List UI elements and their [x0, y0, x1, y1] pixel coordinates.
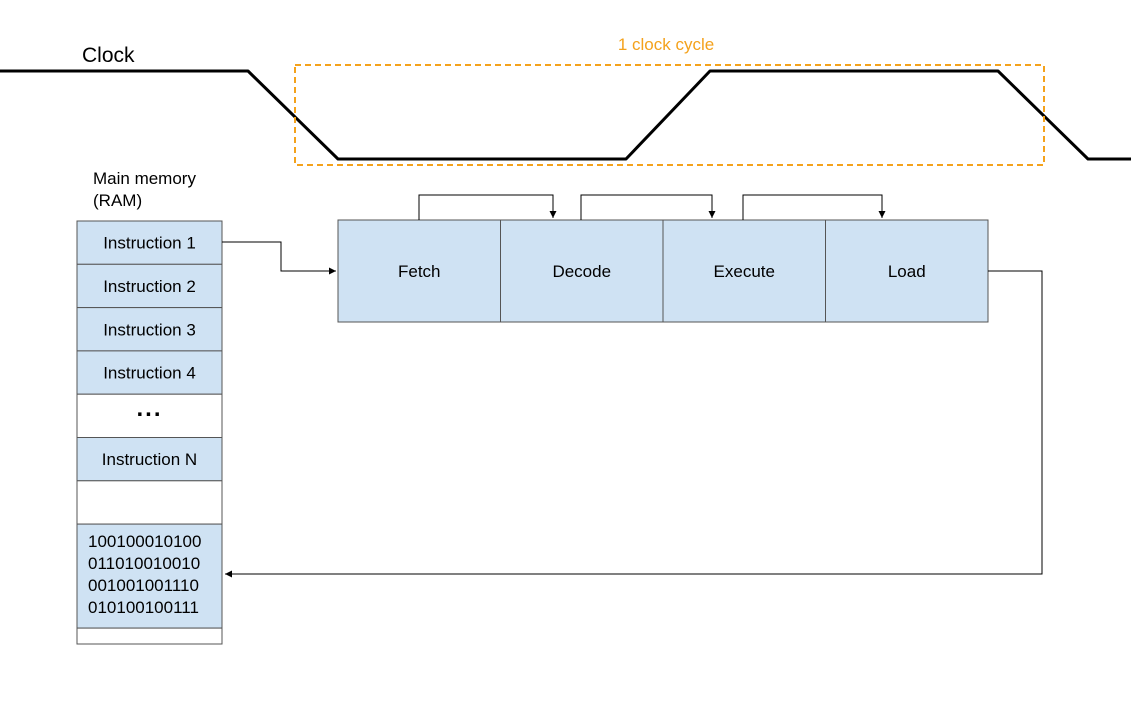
memory-subtitle: (RAM) — [93, 191, 142, 210]
clock-cycle-box — [294, 64, 1045, 166]
memory-cell — [76, 350, 223, 395]
memory-cell-empty — [76, 627, 223, 645]
pipeline-stage-fetch — [337, 219, 501, 323]
connectors — [222, 194, 1043, 578]
memory-cell — [76, 437, 223, 482]
pipeline-stage-label: Fetch — [398, 262, 441, 281]
memory-data-block — [76, 523, 223, 629]
memory-cell — [76, 480, 223, 525]
arrow-decode-to-execute — [580, 194, 716, 220]
pipeline-stage-label: Decode — [552, 262, 611, 281]
memory-cell-label: Instruction 3 — [103, 320, 196, 339]
arrow-memory-to-fetch — [222, 241, 336, 275]
memory-cell — [76, 393, 223, 439]
memory-cell-label: Instruction 2 — [103, 277, 196, 296]
memory-cell — [76, 220, 223, 265]
pipeline-stages: Fetch Decode Execute Load — [337, 219, 989, 323]
clock-cycle-label: 1 clock cycle — [618, 35, 714, 54]
arrow-fetch-to-decode — [418, 194, 557, 220]
arrow-execute-to-load — [742, 194, 886, 220]
clock-label: Clock — [82, 44, 135, 67]
memory-data-line: 010100100111 — [88, 598, 199, 617]
memory-cell-label: Instruction 4 — [103, 364, 196, 383]
memory-cells: Instruction 1 Instruction 2 Instruction 3 I… — [76, 220, 223, 645]
pipeline-stage-load — [825, 219, 989, 323]
arrow-load-to-memory — [225, 270, 1043, 578]
memory-cell-label: Instruction 1 — [103, 234, 196, 253]
memory-cell — [76, 263, 223, 309]
clock-waveform — [0, 69, 1131, 161]
memory-title: Main memory — [93, 169, 196, 188]
memory-data-line: 100100010100 — [88, 532, 201, 551]
memory-ellipsis: ... — [136, 395, 162, 422]
memory-cell-label: Instruction N — [102, 450, 197, 469]
memory-data-line: 011010010010 — [88, 554, 200, 573]
memory-data-line: 001001001110 — [88, 576, 199, 595]
pipeline-stage-execute — [662, 219, 826, 323]
pipeline-stage-label: Execute — [714, 262, 775, 281]
pipeline-stage-label: Load — [888, 262, 926, 281]
